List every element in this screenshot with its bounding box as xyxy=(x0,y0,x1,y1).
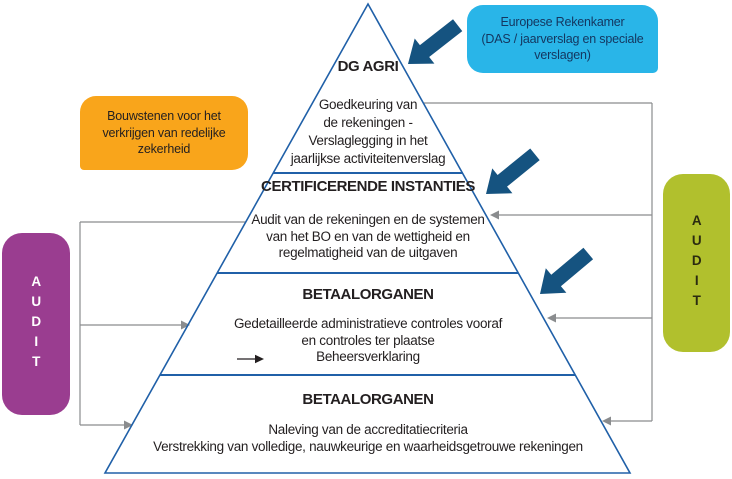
left-bracket-lines xyxy=(79,221,246,426)
navy-diagonal-arrow-icon xyxy=(540,247,594,294)
level-2-body: Audit van de rekeningen en de systemen v… xyxy=(251,212,485,260)
right-bracket-lines xyxy=(424,102,653,422)
audit-pill-left: AUDIT xyxy=(2,233,70,415)
level-1-body: Goedkeuring van de rekeningen - Verslagl… xyxy=(290,97,446,166)
navy-diagonal-arrow-icon xyxy=(486,148,540,194)
europese-rekenkamer-callout: Europese Rekenkamer (DAS / jaarverslag e… xyxy=(467,5,658,73)
right-bracket-arrowheads xyxy=(490,210,611,426)
level-2-header: CERTIFICERENDE INSTANTIES xyxy=(261,178,475,195)
pyramid-level-dividers xyxy=(160,172,575,376)
level-1-header: DG AGRI xyxy=(337,58,399,75)
audit-pill-right: AUDIT xyxy=(663,174,730,352)
beheersverklaring-arrow-icon xyxy=(237,354,264,364)
audit-left-label: AUDIT xyxy=(28,274,44,374)
left-bracket-arrowheads xyxy=(124,320,190,430)
level-4-header: BETAALORGANEN xyxy=(302,391,434,408)
level-3-header: BETAALORGANEN xyxy=(302,286,434,303)
pyramid-outline xyxy=(103,2,632,474)
bouwstenen-callout: Bouwstenen voor het verkrijgen van redel… xyxy=(80,96,248,170)
navy-diagonal-arrow-icons xyxy=(408,19,594,294)
navy-diagonal-arrow-icon xyxy=(408,19,463,64)
level-4-body: Naleving van de accreditatiecriteria Ver… xyxy=(153,422,583,454)
europese-rekenkamer-label: Europese Rekenkamer (DAS / jaarverslag e… xyxy=(481,15,644,63)
level-3-body: Gedetailleerde administratieve controles… xyxy=(233,316,503,364)
audit-right-label: AUDIT xyxy=(689,213,705,313)
bouwstenen-label: Bouwstenen voor het verkrijgen van redel… xyxy=(102,109,226,157)
